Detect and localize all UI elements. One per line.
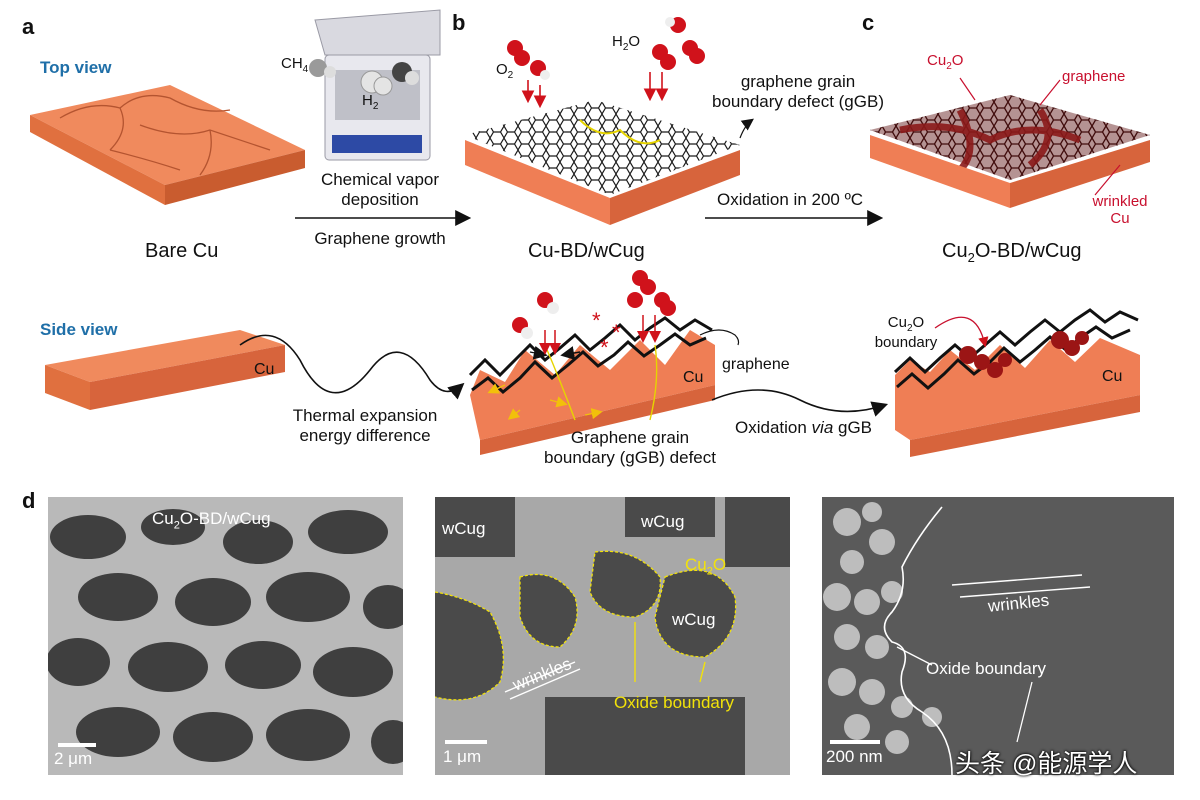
sem2-scale-label: 1 μm — [443, 747, 481, 767]
cu2o-top-label: Cu2O — [927, 52, 963, 72]
arrow-oxidation-side — [712, 390, 885, 411]
cu-bd-wcug-slab — [465, 100, 752, 225]
o2-label: O2 — [496, 61, 513, 81]
sem-image-3-texture — [822, 497, 1174, 775]
svg-text:*: * — [612, 320, 621, 345]
h2o-label: H2O — [612, 33, 640, 53]
sem2-oxide-boundary: Oxide boundary — [614, 693, 734, 713]
panel-label-c: c — [862, 10, 874, 36]
watermark: 头条 @能源学人 — [955, 744, 1137, 780]
panel-label-a: a — [22, 14, 34, 40]
cu-bar-label: Cu — [254, 361, 274, 379]
bare-cu-label: Bare Cu — [145, 240, 218, 263]
svg-text:*: * — [592, 308, 601, 333]
cu-mid-label: Cu — [683, 369, 703, 387]
sem3-scalebar — [830, 740, 880, 744]
svg-text:*: * — [600, 335, 609, 360]
cu2o-boundary-side-label: Cu2O boundary — [866, 314, 946, 351]
top-view-label: Top view — [40, 58, 111, 78]
sem1-title: Cu2O-BD/wCug — [152, 509, 271, 531]
sem2-scalebar — [445, 740, 487, 744]
cu2o-bd-wcug-label: Cu2O-BD/wCug — [942, 240, 1082, 265]
sem-image-3: wrinkles Oxide boundary 200 nm — [822, 497, 1174, 775]
oxidation-via-label: Oxidation via gGB — [735, 418, 872, 438]
thermal-expansion-label: Thermal expansion energy difference — [280, 406, 450, 446]
graphene-growth-label: Graphene growth — [295, 229, 465, 249]
wrinkled-cu-label: wrinkled Cu — [1080, 193, 1160, 227]
cu2o-bd-wcug-slab — [870, 78, 1150, 208]
sem2-wcug-left: wCug — [442, 519, 485, 539]
oxidation-200-label: Oxidation in 200 ºC — [717, 190, 863, 210]
ch4-label: CH4 — [281, 55, 308, 75]
graphene-top-label: graphene — [1062, 68, 1125, 85]
side-view-label: Side view — [40, 320, 117, 340]
sem2-cu2o-label: Cu2O — [685, 555, 726, 577]
sem3-oxide-boundary: Oxide boundary — [926, 659, 1046, 679]
cu-right-label: Cu — [1102, 368, 1122, 386]
panel-label-d: d — [22, 488, 35, 514]
cu-bd-wcug-label: Cu-BD/wCug — [528, 240, 645, 263]
cvd-label: Chemical vapor deposition — [295, 170, 465, 210]
water-oxygen-molecules-top — [507, 17, 705, 105]
sem2-wcug-center: wCug — [672, 610, 715, 630]
sem-image-2: wCug wCug Cu2O wCug wrinkles Oxide bound… — [435, 497, 790, 775]
ggb-side-label: Graphene grain boundary (gGB) defect — [535, 428, 725, 468]
sem1-scalebar — [58, 743, 96, 747]
sem1-scale-label: 2 μm — [54, 749, 92, 769]
sem-image-1: Cu2O-BD/wCug 2 μm — [48, 497, 403, 775]
sem3-scale-label: 200 nm — [826, 747, 883, 767]
sem-image-1-texture — [48, 497, 403, 775]
h2-label: H2 — [362, 92, 378, 112]
sem-image-2-texture — [435, 497, 790, 775]
graphene-side-label: graphene — [722, 356, 790, 374]
panel-label-b: b — [452, 10, 465, 36]
sem2-wcug-top: wCug — [641, 512, 684, 532]
side-cu-bar — [45, 330, 285, 410]
bare-cu-slab — [30, 85, 305, 205]
ggb-defect-label: graphene grain boundary defect (gGB) — [698, 72, 898, 112]
cvd-furnace — [309, 10, 440, 160]
